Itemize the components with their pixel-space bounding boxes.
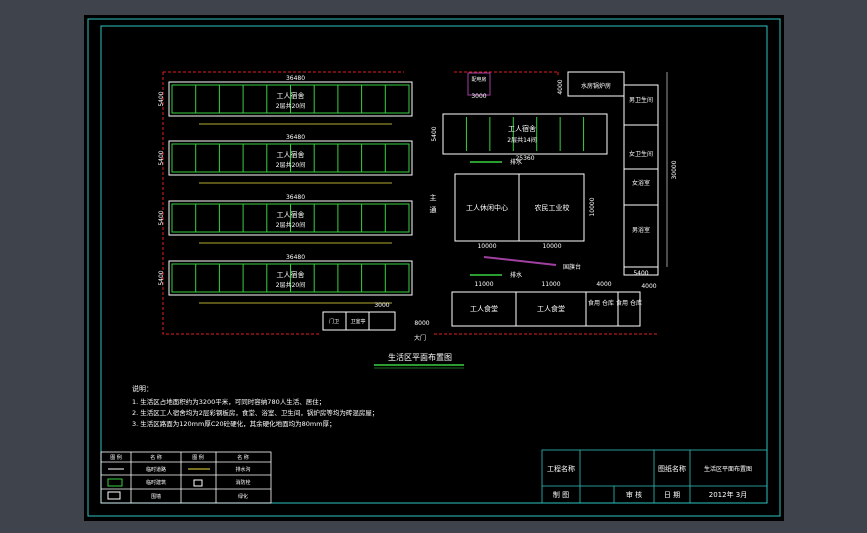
dorm-name: 工人宿舍 <box>277 150 305 159</box>
drawing-label: 图纸名称 <box>658 464 686 473</box>
outer-frame <box>87 18 781 517</box>
date-label: 日 期 <box>664 491 680 499</box>
canteen-b-label: 工人食堂 <box>537 304 565 313</box>
dorm-dim-top: 36480 <box>286 254 305 261</box>
legend-header-1: 图 例 <box>110 454 122 461</box>
plan-title: 生活区平面布置图 <box>388 352 452 362</box>
legend-header-2: 名 称 <box>150 454 162 461</box>
legend-row3-name1: 围墙 <box>151 493 161 500</box>
drawn-label: 制 图 <box>553 490 569 499</box>
legend-header-3: 图 例 <box>192 454 204 461</box>
dim-10000-a: 10000 <box>477 243 496 250</box>
legend-wall-symbol <box>107 491 121 500</box>
flag-label: 国旗台 <box>563 263 581 271</box>
guard-label: 门卫 <box>329 318 339 325</box>
power-room-dim: 3000 <box>471 93 486 100</box>
dorm-dim-left: 5400 <box>158 210 165 225</box>
dorm-dim-left: 5400 <box>158 150 165 165</box>
right-dorm-dim-left: 5400 <box>431 126 438 141</box>
legend-hydrant-symbol <box>193 479 203 487</box>
drawing-name: 生活区平面布置图 <box>704 465 752 473</box>
drain-label-2: 排水 <box>510 271 522 279</box>
legend-row1-name1: 临时道路 <box>146 466 166 473</box>
notes-line-1: 1. 生活区占地面积约为3200平米，可同时容纳780人生活、居住； <box>132 397 325 406</box>
dorm-block: 工人宿舍 2层共20间 36480 5400 <box>158 194 413 244</box>
notes-line-3: 3. 生活区路面为120mm厚C20砼硬化，其余硬化地面均为80mm厚； <box>132 419 336 428</box>
right-dorm-dim-bottom: 25360 <box>515 155 534 162</box>
gate-label: 大门 <box>414 334 426 342</box>
dorm-name: 工人宿舍 <box>277 270 305 279</box>
drawing-sheet: 工人宿舍2层共20间364805400工人宿舍2层共20间364805400工人… <box>87 18 781 517</box>
power-room <box>467 72 491 96</box>
dorm-block: 工人宿舍 2层共20间 36480 5400 <box>158 254 413 304</box>
legend-table <box>100 451 272 504</box>
dim-4000-b: 4000 <box>596 281 611 288</box>
dorm-dim-left: 5400 <box>158 270 165 285</box>
activity-label: 工人休闲中心 <box>466 203 508 212</box>
power-room-label: 配电房 <box>471 76 486 83</box>
small-b-label: 卫室亭 <box>350 318 365 325</box>
dim-10000-b: 10000 <box>542 243 561 250</box>
dim-3000-g: 3000 <box>374 302 389 309</box>
right-column-buildings <box>567 71 659 276</box>
dorm-sub: 2层共20间 <box>276 161 305 169</box>
date-value: 2012年 3月 <box>709 490 748 499</box>
gate-dim: 8000 <box>414 320 429 327</box>
womens-wc-label: 男卫生间 <box>629 96 653 104</box>
dorm-block: 工人宿舍 2层共20间 36480 5400 <box>158 75 413 125</box>
school-label: 农民工业校 <box>535 203 570 212</box>
canteen-a-label: 工人食堂 <box>470 304 498 313</box>
dorm-sub: 2层共20间 <box>276 102 305 110</box>
guard-house <box>322 311 396 331</box>
main-road-label: 主 <box>430 193 437 202</box>
right-dorm-name: 工人宿舍 <box>508 124 536 133</box>
notes-heading: 说明： <box>132 384 153 393</box>
legend-row3-name2: 绿化 <box>238 493 248 500</box>
dorm-dim-left: 5400 <box>158 91 165 106</box>
store-b-block <box>617 291 641 327</box>
project-label: 工程名称 <box>547 464 575 473</box>
inner-frame <box>100 25 768 504</box>
dorm-name: 工人宿舍 <box>277 91 305 100</box>
site-boundary <box>162 71 658 335</box>
dorm-sub: 2层共20间 <box>276 221 305 229</box>
mens-wc-label: 女卫生间 <box>629 150 653 158</box>
legend-header-4: 名 称 <box>237 454 249 461</box>
mens-bath-label: 男浴室 <box>632 226 650 234</box>
dim-5400-right: 5400 <box>633 270 648 277</box>
dorm-block: 工人宿舍 2层共20间 36480 5400 <box>158 134 413 184</box>
dim-4000: 4000 <box>557 79 564 94</box>
notes-line-2: 2. 生活区工人宿舍均为2层彩钢板房，食堂、浴室、卫生间，锅炉房等均为砖混房屋； <box>132 408 378 417</box>
dim-4000-c: 4000 <box>641 283 656 290</box>
dim-11000-b: 11000 <box>541 281 560 288</box>
drain-label: 排水 <box>510 158 522 166</box>
boiler-label: 水房锅炉房 <box>581 82 611 90</box>
store-b-label: 食用 仓库 <box>616 299 642 307</box>
legend-row1-name2: 排水沟 <box>235 466 250 473</box>
dim-right-vertical: 30000 <box>671 160 678 179</box>
dorm-name: 工人宿舍 <box>277 210 305 219</box>
dorm-dim-top: 36480 <box>286 75 305 82</box>
dim-11000-a: 11000 <box>474 281 493 288</box>
right-dorm-sub: 2层共14间 <box>507 136 536 144</box>
dorm-dim-top: 36480 <box>286 194 305 201</box>
check-label: 审 核 <box>626 490 642 499</box>
legend-row2-name1: 临时建筑 <box>146 479 166 486</box>
title-block <box>541 449 768 504</box>
legend-row2-name2: 消防栓 <box>235 479 250 486</box>
main-road-label-2: 通 <box>430 205 437 214</box>
flag-platform <box>483 256 557 266</box>
dorm-sub: 2层共20间 <box>276 281 305 289</box>
dim-10000-v: 10000 <box>589 197 596 216</box>
dorm-dim-top: 36480 <box>286 134 305 141</box>
right-dorm-block: 工人宿舍 2层共14间 5400 25360 <box>431 113 608 162</box>
legend-building-symbol <box>107 478 123 487</box>
womens-bath-label: 女浴室 <box>632 179 650 187</box>
store-a-label: 食用 仓库 <box>588 299 614 307</box>
